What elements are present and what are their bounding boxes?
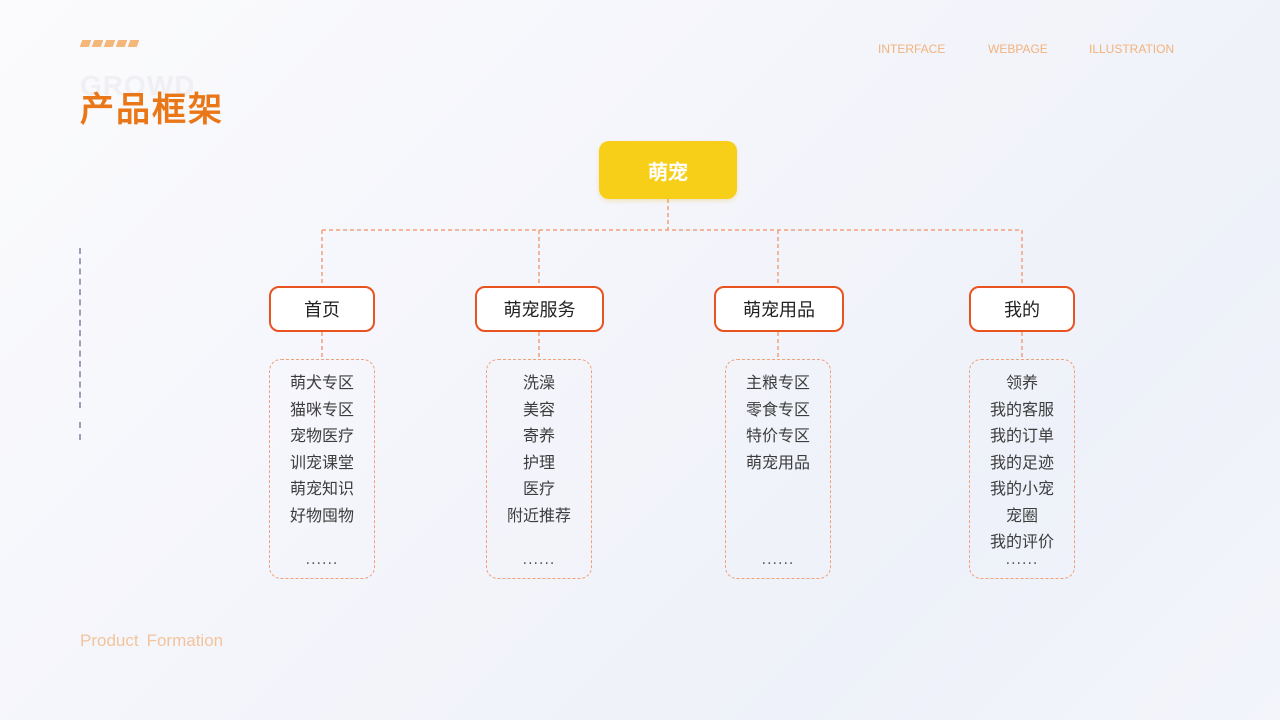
list-item[interactable]: 训宠课堂 [289, 452, 354, 472]
list-item[interactable]: 领养 [1005, 373, 1038, 392]
footer-word-formation: Formation [146, 631, 224, 650]
list-item[interactable]: 特价专区 [745, 426, 810, 445]
category-pet-supplies[interactable]: 萌宠用品 [714, 286, 844, 332]
list-item[interactable]: 护理 [522, 452, 555, 472]
page-title: 产品框架 [80, 90, 224, 130]
footer-word-product: Product [80, 631, 139, 650]
nav-illustration[interactable]: ILLUSTRATION [1089, 42, 1175, 56]
list-item[interactable]: 医疗 [522, 479, 555, 498]
list-item[interactable]: 主粮专区 [745, 373, 810, 392]
list-item[interactable]: 我的订单 [989, 426, 1054, 445]
list-item[interactable]: 萌犬专区 [289, 373, 354, 392]
list-item[interactable]: 我的足迹 [989, 452, 1054, 472]
list-item[interactable]: 好物囤物 [289, 505, 354, 525]
list-item[interactable]: 我的评价 [989, 532, 1054, 551]
side-divider [79, 248, 81, 408]
category-pet-services[interactable]: 萌宠服务 [475, 286, 604, 332]
list-item[interactable]: 猫咪专区 [289, 399, 354, 419]
list-mine: 领养 我的客服 我的订单 我的足迹 我的小宠 宠圈 我的评价 ...... [969, 359, 1075, 579]
list-more-ellipsis: ...... [305, 552, 339, 568]
list-item[interactable]: 我的客服 [989, 399, 1054, 419]
list-home: 萌犬专区 猫咪专区 宠物医疗 训宠课堂 萌宠知识 好物囤物 ...... [269, 359, 375, 579]
nav-webpage[interactable]: WEBPAGE [988, 42, 1048, 56]
category-mine[interactable]: 我的 [969, 286, 1075, 332]
category-home[interactable]: 首页 [269, 286, 375, 332]
nav-interface[interactable]: INTERFACE [878, 42, 946, 56]
footer-caption: Product Formation [80, 631, 223, 651]
list-item[interactable]: 美容 [522, 399, 555, 419]
list-pet-supplies: 主粮专区 零食专区 特价专区 萌宠用品 ...... [725, 359, 831, 579]
list-more-ellipsis: ...... [1005, 552, 1039, 568]
list-pet-services: 洗澡 美容 寄养 护理 医疗 附近推荐 ...... [486, 359, 592, 579]
list-item[interactable]: 萌宠知识 [289, 479, 354, 498]
root-node[interactable]: 萌宠 [599, 141, 737, 199]
list-item[interactable]: 宠圈 [1005, 505, 1038, 525]
list-item[interactable]: 萌宠用品 [745, 452, 810, 472]
decorative-blocks [79, 40, 140, 47]
list-more-ellipsis: ...... [522, 552, 556, 568]
list-item[interactable]: 寄养 [522, 426, 555, 445]
list-item[interactable]: 零食专区 [745, 399, 810, 419]
list-item[interactable]: 洗澡 [522, 373, 555, 392]
list-item[interactable]: 我的小宠 [989, 479, 1054, 498]
list-item[interactable]: 宠物医疗 [289, 426, 354, 445]
side-divider-tail [79, 422, 81, 440]
list-item[interactable]: 附近推荐 [506, 505, 571, 525]
title-watermark: GROWD [80, 70, 196, 101]
list-more-ellipsis: ...... [761, 552, 795, 568]
